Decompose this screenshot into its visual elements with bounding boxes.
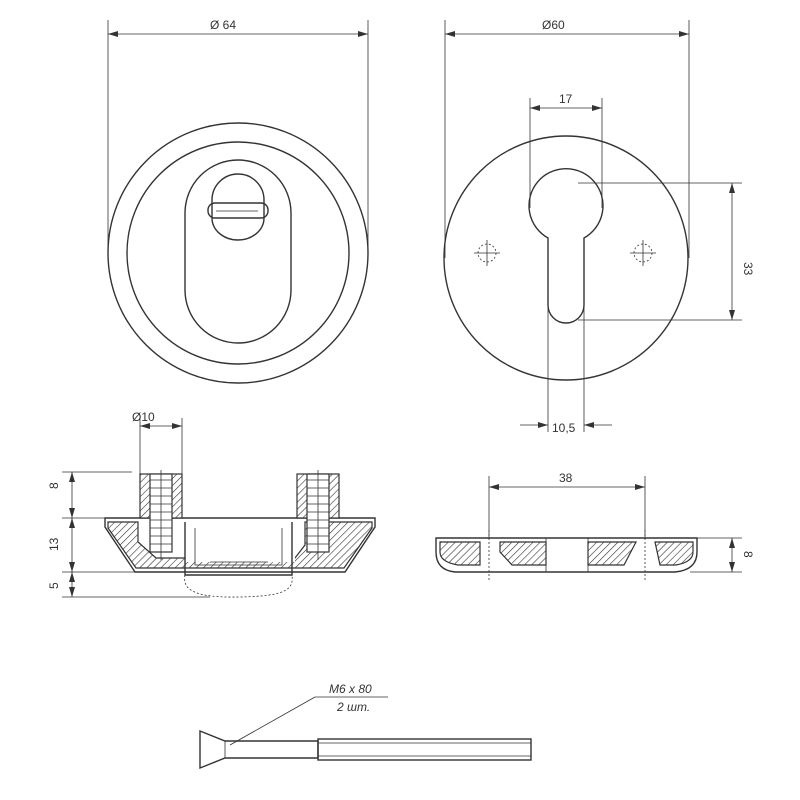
front-dim-arrow-left — [108, 31, 118, 37]
bolt-diameter-arrow-right — [172, 423, 182, 429]
back-dim-arrow-left — [445, 31, 455, 37]
back-mount-hole-right — [630, 240, 656, 266]
keyhole-height-label: 33 — [741, 262, 755, 276]
screw-quantity-label: 2 шт. — [336, 700, 370, 714]
plate-spacing-arrow-right — [635, 484, 645, 490]
section-arrow-1 — [69, 472, 75, 482]
plate-spacing-arrow-left — [489, 484, 499, 490]
plate-hatch-4 — [654, 541, 694, 566]
back-view: Ø60 17 33 10,5 — [443, 18, 755, 435]
slot-width-label: 10,5 — [552, 421, 576, 435]
bolt-diameter-arrow-left — [140, 423, 150, 429]
slot-width-arrow-left — [538, 422, 548, 428]
plate-hatch-1 — [439, 541, 481, 566]
section-view: Ø10 8 13 5 — [47, 410, 376, 598]
front-cylinder-guard — [211, 173, 265, 241]
section-mid-label: 13 — [47, 537, 61, 551]
plate-hatch-3 — [587, 541, 637, 566]
back-outer-circle — [443, 135, 689, 381]
screw-view: M6 x 80 2 шт. — [199, 682, 532, 770]
section-phantom — [184, 574, 293, 598]
front-dim-arrow-right — [358, 31, 368, 37]
slot-width-arrow-right — [584, 422, 594, 428]
section-cavity — [184, 522, 293, 576]
back-dim-arrow-right — [679, 31, 689, 37]
front-diameter-label: Ø 64 — [210, 18, 236, 32]
bolt-diameter-label: Ø10 — [132, 410, 155, 424]
section-arrow-3 — [69, 518, 75, 528]
section-bolt-left — [139, 470, 183, 560]
keyhole-width-arrow-right — [592, 105, 602, 111]
back-mount-hole-left — [474, 240, 500, 266]
plate-thickness-arrow-bottom — [729, 562, 735, 572]
section-arrow-6 — [69, 587, 75, 597]
plate-thickness-arrow-top — [729, 538, 735, 548]
plate-outline — [435, 537, 698, 573]
section-arrow-4 — [69, 562, 75, 572]
keyhole-width-label: 17 — [559, 92, 573, 106]
front-cover-outline — [184, 159, 292, 344]
keyhole-height-arrow-bottom — [729, 310, 735, 320]
plate-thickness-label: 8 — [741, 551, 755, 558]
keyhole-height-arrow-top — [729, 183, 735, 193]
section-base-hatch — [107, 521, 373, 569]
section-top-label: 8 — [47, 482, 61, 489]
front-inner-circle — [126, 141, 350, 365]
keyhole-width-arrow-left — [530, 105, 540, 111]
screw-shank — [317, 738, 532, 761]
section-cavity-inner — [194, 528, 283, 566]
plate-section-view: 38 8 — [435, 471, 755, 582]
section-arrow-5 — [69, 572, 75, 582]
section-bolt-right — [296, 470, 340, 560]
screw-head — [199, 729, 319, 770]
front-outer-circle — [107, 122, 369, 384]
screw-spec-label: M6 x 80 — [329, 682, 372, 696]
back-keyhole — [528, 168, 604, 324]
section-base-outline — [104, 517, 376, 573]
back-diameter-label: Ø60 — [542, 18, 565, 32]
front-key-slot — [207, 202, 269, 219]
plate-spacing-label: 38 — [559, 471, 573, 485]
plate-hatch-2 — [499, 541, 547, 566]
screw-leader — [229, 696, 316, 746]
front-view: Ø 64 — [107, 18, 369, 384]
section-bottom-label: 5 — [47, 582, 61, 589]
section-arrow-2 — [69, 508, 75, 518]
